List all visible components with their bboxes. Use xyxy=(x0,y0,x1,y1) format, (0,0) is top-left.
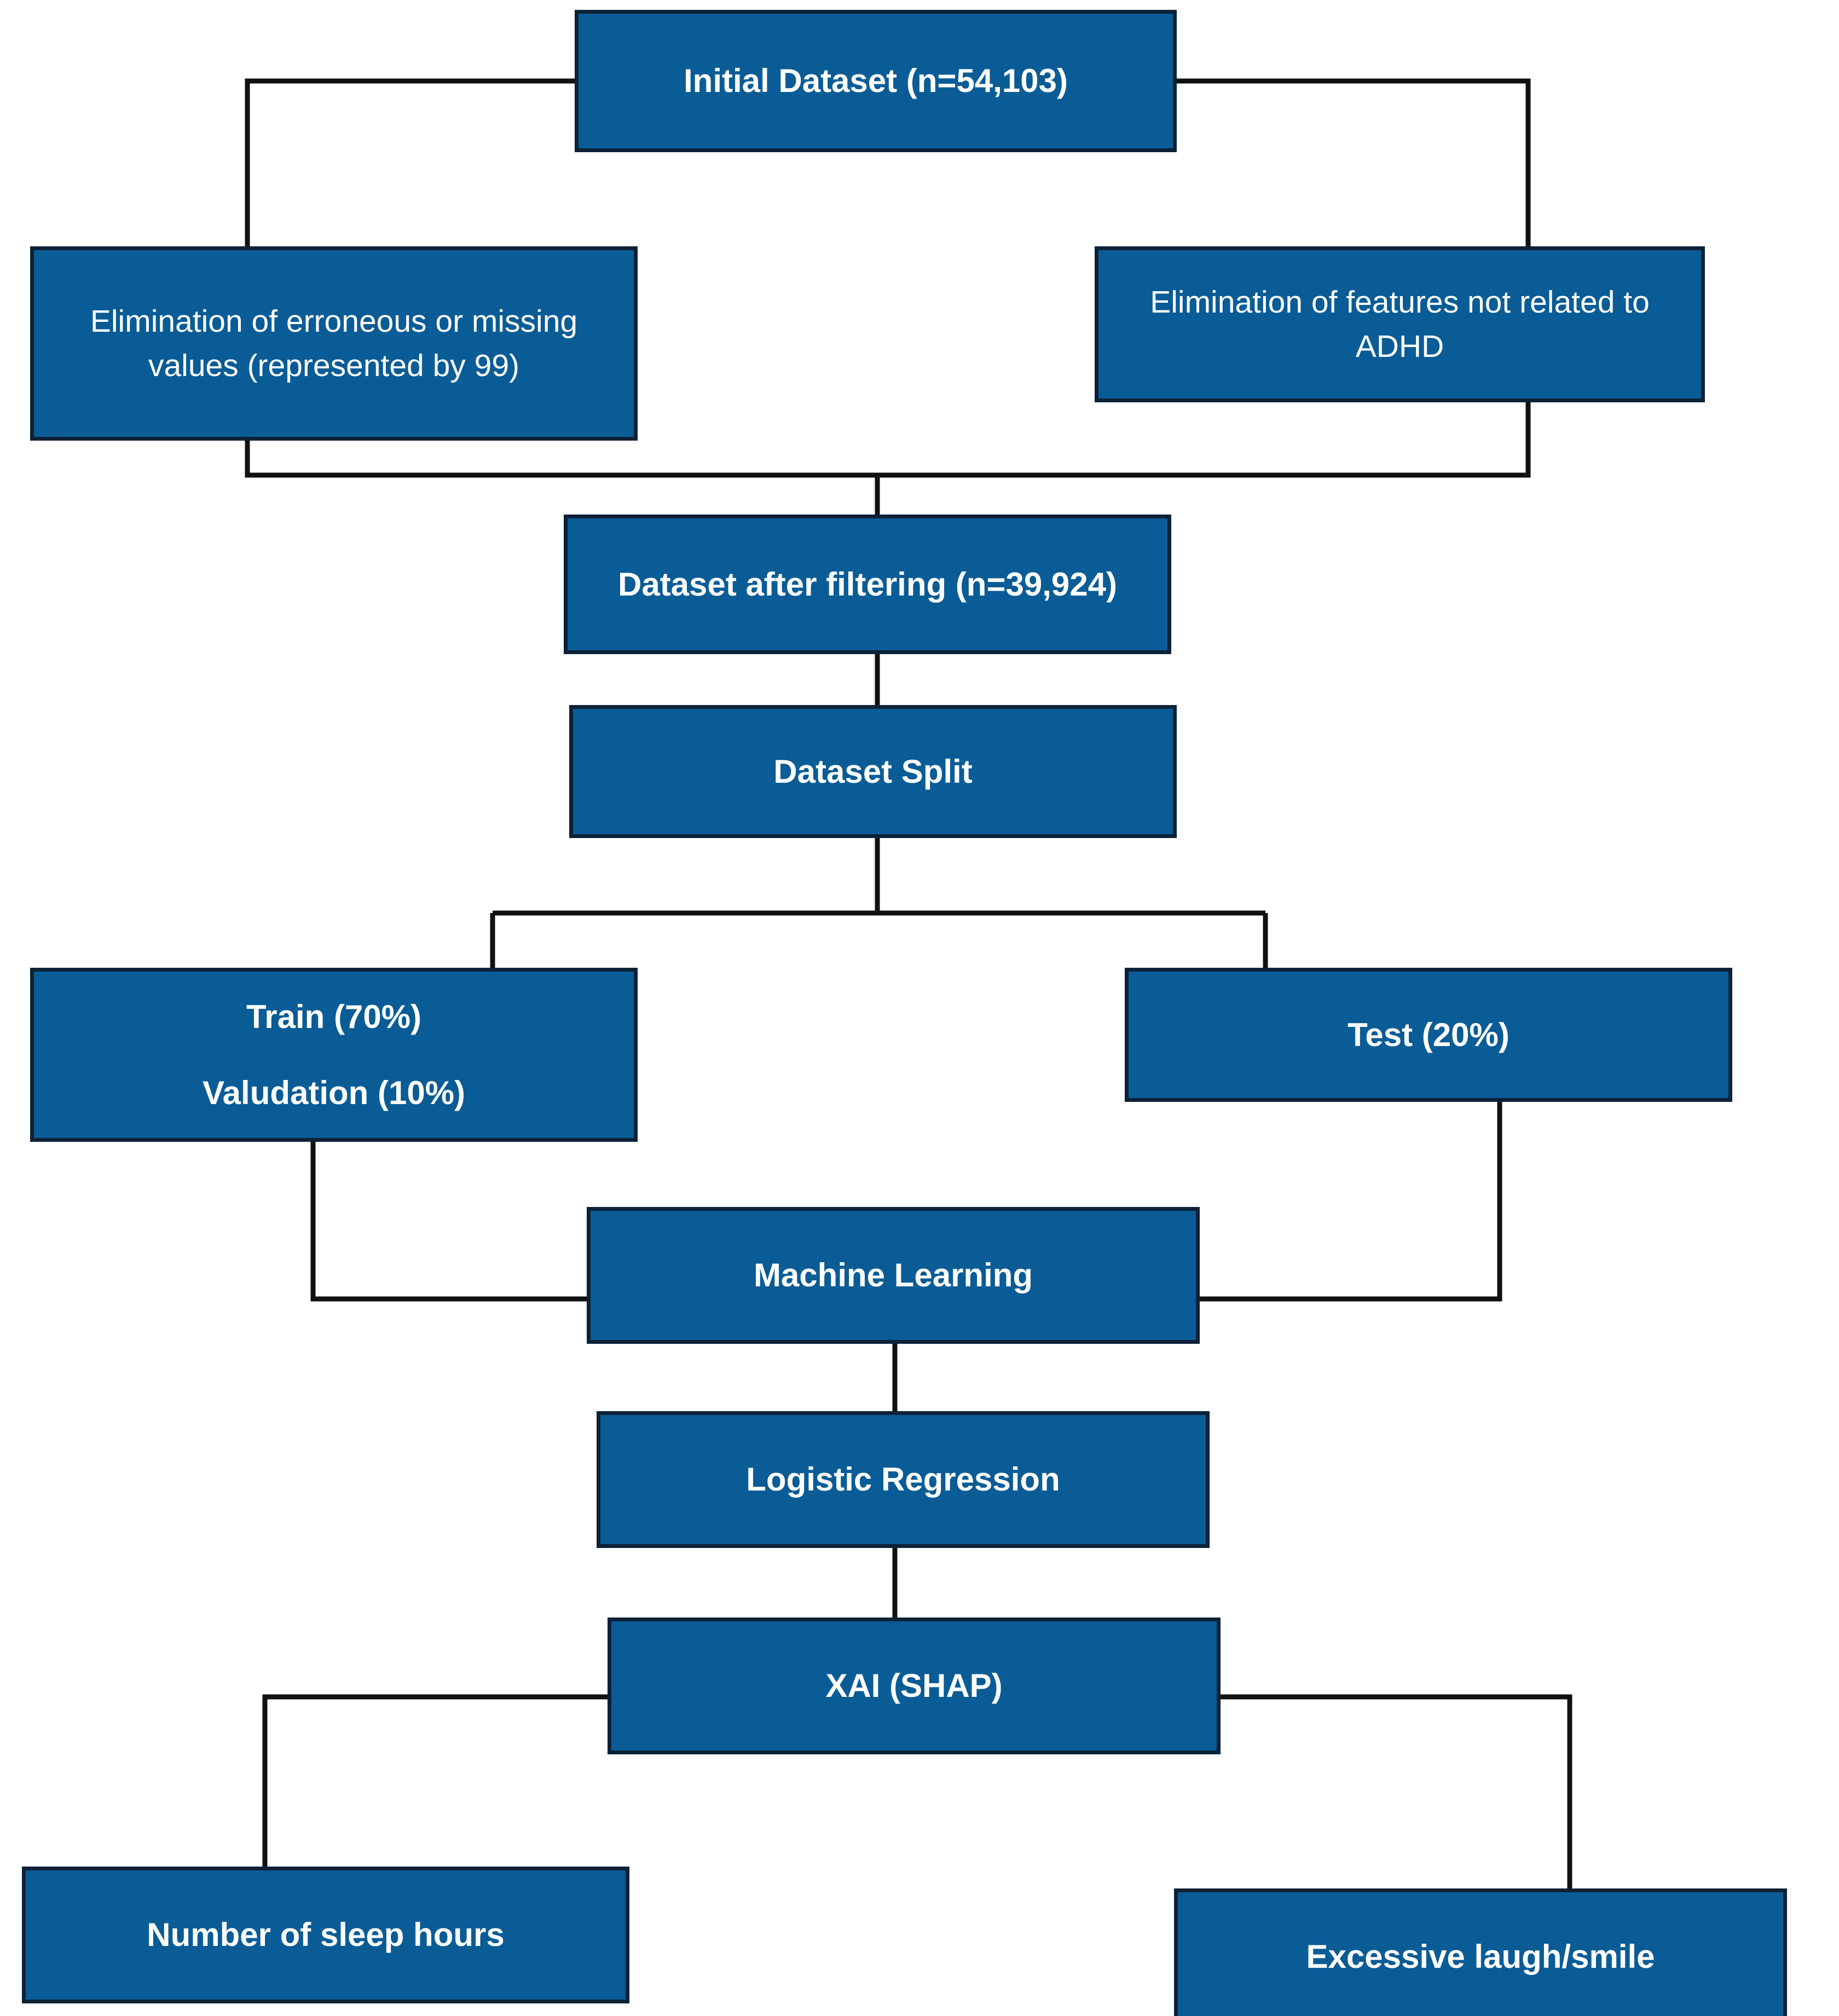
node-train-validation[interactable]: Train (70%) Valudation (10%) xyxy=(30,968,638,1142)
edge-initial-to-elimination-erroneous xyxy=(245,78,579,249)
node-sleep-hours-label: Number of sleep hours xyxy=(147,1916,505,1954)
node-dataset-split-label: Dataset Split xyxy=(773,753,973,790)
edge-elimination-features-to-filtered xyxy=(877,400,1531,478)
edge-test-to-ml xyxy=(1200,1100,1502,1302)
node-initial-dataset[interactable]: Initial Dataset (n=54,103) xyxy=(575,10,1177,152)
node-initial-dataset-label: Initial Dataset (n=54,103) xyxy=(684,62,1068,100)
edge-train-to-ml xyxy=(310,1140,590,1302)
node-excessive-laugh[interactable]: Excessive laugh/smile xyxy=(1174,1888,1787,2016)
node-test-label: Test (20%) xyxy=(1348,1016,1510,1053)
edge-xai-to-sleep-hours xyxy=(262,1694,612,1868)
node-machine-learning[interactable]: Machine Learning xyxy=(587,1207,1200,1344)
node-validation-label: Valudation (10%) xyxy=(202,1075,466,1111)
node-dataset-split[interactable]: Dataset Split xyxy=(569,705,1177,838)
edge-xai-to-excessive-laugh xyxy=(1219,1694,1572,1891)
node-logistic-regression-label: Logistic Regression xyxy=(746,1461,1060,1498)
node-dataset-filtered-label: Dataset after filtering (n=39,924) xyxy=(618,565,1117,603)
node-machine-learning-label: Machine Learning xyxy=(753,1257,1033,1294)
node-excessive-laugh-label: Excessive laugh/smile xyxy=(1306,1938,1655,1975)
edge-elimination-erroneous-to-filtered xyxy=(245,438,877,478)
node-xai-shap[interactable]: XAI (SHAP) xyxy=(608,1618,1221,1754)
node-test[interactable]: Test (20%) xyxy=(1125,968,1732,1102)
node-elimination-features-label: Elimination of features not related to A… xyxy=(1150,284,1650,364)
node-xai-shap-label: XAI (SHAP) xyxy=(825,1667,1003,1705)
node-train-label: Train (70%) xyxy=(246,998,422,1035)
node-elimination-features[interactable]: Elimination of features not related to A… xyxy=(1095,246,1705,402)
edge-initial-to-elimination-features xyxy=(1171,78,1531,249)
node-dataset-filtered[interactable]: Dataset after filtering (n=39,924) xyxy=(564,515,1171,654)
node-elimination-erroneous-label: Elimination of erroneous or missing valu… xyxy=(90,303,578,383)
node-logistic-regression[interactable]: Logistic Regression xyxy=(597,1411,1210,1548)
node-elimination-erroneous[interactable]: Elimination of erroneous or missing valu… xyxy=(30,246,638,441)
node-sleep-hours[interactable]: Number of sleep hours xyxy=(22,1867,629,2003)
